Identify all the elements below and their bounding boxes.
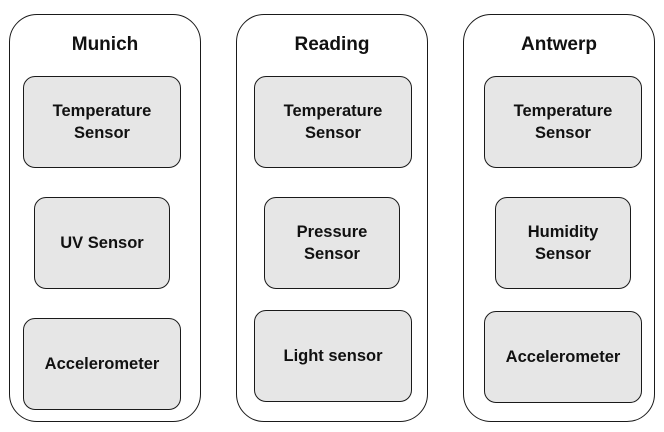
- location-panel-munich: Munich Temperature Sensor UV Sensor Acce…: [9, 14, 201, 422]
- accelerometer-box: Accelerometer: [23, 318, 181, 410]
- humidity-sensor-box: Humidity Sensor: [495, 197, 631, 289]
- temperature-sensor-box: Temperature Sensor: [254, 76, 412, 168]
- location-panel-reading: Reading Temperature Sensor Pressure Sens…: [236, 14, 428, 422]
- location-title: Munich: [71, 34, 139, 55]
- location-title: Antwerp: [521, 34, 597, 55]
- pressure-sensor-box: Pressure Sensor: [264, 197, 400, 289]
- location-title: Reading: [294, 34, 370, 55]
- temperature-sensor-box: Temperature Sensor: [23, 76, 181, 168]
- accelerometer-box: Accelerometer: [484, 311, 642, 403]
- uv-sensor-box: UV Sensor: [34, 197, 170, 289]
- temperature-sensor-box: Temperature Sensor: [484, 76, 642, 168]
- location-panel-antwerp: Antwerp Temperature Sensor Humidity Sens…: [463, 14, 655, 422]
- light-sensor-box: Light sensor: [254, 310, 412, 402]
